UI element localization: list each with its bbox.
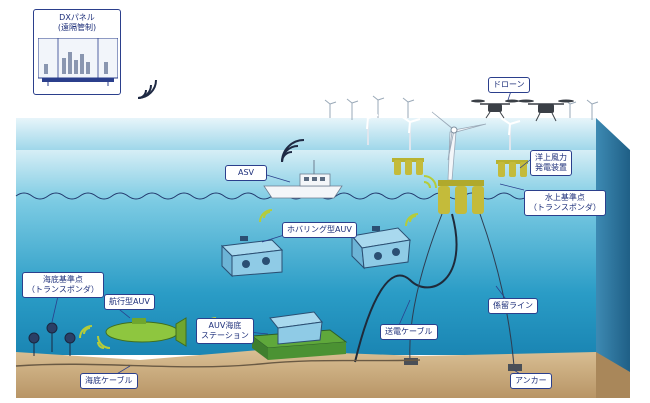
label-anchor: アンカー <box>510 373 552 389</box>
wifi-signal-icon <box>281 139 305 163</box>
label-seabed-reference: 海底基準点 （トランスポンダ） <box>22 272 104 298</box>
label-hovering-auv-text: ホバリング型AUV <box>287 225 352 234</box>
label-auv-station-line2: ステーション <box>201 331 249 340</box>
label-auv-station: AUV海底 ステーション <box>196 318 254 344</box>
mooring-line-left <box>409 213 443 361</box>
label-surface-reference: 水上基準点 （トランスポンダ） <box>524 190 606 216</box>
label-mooring-line-text: 係留ライン <box>493 301 533 310</box>
label-hovering-auv: ホバリング型AUV <box>282 222 357 238</box>
label-surface-reference-line1: 水上基準点 <box>544 193 585 202</box>
asv-ship <box>263 160 343 199</box>
floating-platform-left <box>392 158 424 175</box>
far-wind-farm <box>324 95 599 120</box>
label-offshore-wind-line2: 発電装置 <box>535 163 567 172</box>
control-screen-icon <box>38 38 118 86</box>
drone-icon <box>471 99 519 119</box>
label-anchor-text: アンカー <box>515 376 547 385</box>
seabed <box>16 350 596 398</box>
label-asv: ASV <box>225 165 267 181</box>
main-wind-turbine <box>431 111 487 214</box>
dx-panel-subtitle: (遠隔管制) <box>57 23 97 32</box>
cruising-auv <box>105 317 187 347</box>
seabed-cable-line <box>15 359 421 368</box>
label-seabed-cable-text: 海底ケーブル <box>85 376 133 385</box>
label-mooring-line: 係留ライン <box>488 298 538 314</box>
anchor-block-left <box>404 358 418 365</box>
auv-seabed-station <box>250 311 348 360</box>
label-power-cable: 送電ケーブル <box>380 324 438 340</box>
label-surface-reference-line2: （トランスポンダ） <box>529 203 601 212</box>
label-cruising-auv: 航行型AUV <box>104 294 155 310</box>
label-seabed-cable: 海底ケーブル <box>80 373 138 389</box>
label-drone-text: ドローン <box>493 80 525 89</box>
sea-surface-plane <box>16 118 630 150</box>
power-cable-line <box>354 213 458 363</box>
anchor-block-right <box>508 364 522 371</box>
cube-right-side <box>596 118 630 385</box>
label-offshore-wind-line1: 洋上風力 <box>535 153 567 162</box>
mid-wind-turbines <box>358 111 521 150</box>
label-auv-station-line1: AUV海底 <box>208 321 242 330</box>
label-power-cable-text: 送電ケーブル <box>385 327 433 336</box>
floating-platform-right <box>496 160 528 177</box>
hovering-auv-left <box>220 236 284 278</box>
label-offshore-wind: 洋上風力 発電装置 <box>530 150 572 176</box>
drone-icon <box>518 99 574 122</box>
dx-panel: DXパネル (遠隔管制) <box>33 9 121 95</box>
seabed-right <box>596 352 630 398</box>
mooring-line-right <box>479 213 515 367</box>
label-seabed-reference-line2: （トランスポンダ） <box>27 285 99 294</box>
label-cruising-auv-text: 航行型AUV <box>109 297 150 306</box>
transponder-icon <box>28 322 76 356</box>
label-asv-text: ASV <box>237 168 255 177</box>
wifi-signal-icon <box>137 79 157 99</box>
dx-panel-title: DXパネル <box>59 13 95 22</box>
hovering-auv-right <box>351 226 412 270</box>
label-drone: ドローン <box>488 77 530 93</box>
label-seabed-reference-line1: 海底基準点 <box>42 275 83 284</box>
